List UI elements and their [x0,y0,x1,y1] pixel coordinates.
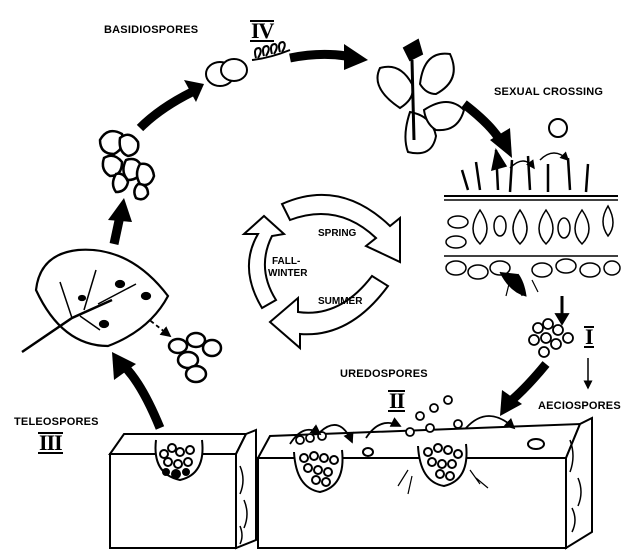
label-basidiospores: BASIDIOSPORES [104,24,198,36]
teliospore-cluster-upper [100,131,154,199]
basidiospores-drawing [206,42,290,86]
numeral-basidiospores: IV [250,20,274,42]
fallen-leaf-drawing [22,250,168,352]
label-teleospores: TELEOSPORES [14,416,99,428]
arrow-to-uredo-tissue [512,364,546,400]
numeral-uredospores: II [388,390,405,412]
teleo-tissue-block [110,430,256,548]
season-winter: WINTER [268,268,307,279]
arrow-to-host-leaves [290,54,346,58]
numeral-aeciospores: I [584,326,594,348]
label-sexual-crossing: SEXUAL CROSSING [494,86,603,98]
arrow-to-fallen-leaf [124,366,160,428]
season-fall: FALL- [272,256,300,267]
teleospores-cluster-lower [169,333,221,382]
aeciospores-cluster [529,296,573,357]
arrow-to-basidiospores [140,92,192,128]
arrow-to-sexual-crossing [464,104,500,140]
label-uredospores: UREDOSPORES [340,368,428,380]
season-arrow-summer [270,276,388,348]
season-spring: SPRING [318,228,356,239]
sexual-crossing-tissue [444,119,620,296]
label-aeciospores: AECIOSPORES [538,400,621,412]
numeral-teleospores: III [38,432,63,454]
host-leaves-drawing [378,40,465,153]
season-summer: SUMMER [318,296,362,307]
